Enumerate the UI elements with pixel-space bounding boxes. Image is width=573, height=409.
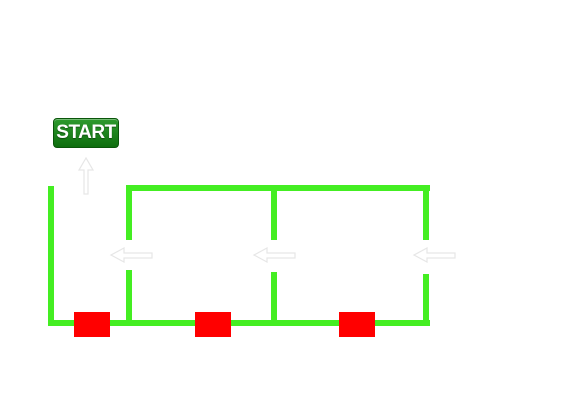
arrow-left-icon xyxy=(412,246,456,264)
arrows xyxy=(77,156,456,264)
red-block-2[interactable] xyxy=(195,312,231,337)
red-block-1[interactable] xyxy=(74,312,110,337)
blocks xyxy=(74,312,375,337)
arrow-up-icon xyxy=(77,156,95,195)
arrow-left-icon xyxy=(109,246,153,264)
track xyxy=(48,185,430,326)
red-block-3[interactable] xyxy=(339,312,375,337)
arrow-left-icon xyxy=(252,246,296,264)
start-button[interactable]: START xyxy=(53,118,119,148)
